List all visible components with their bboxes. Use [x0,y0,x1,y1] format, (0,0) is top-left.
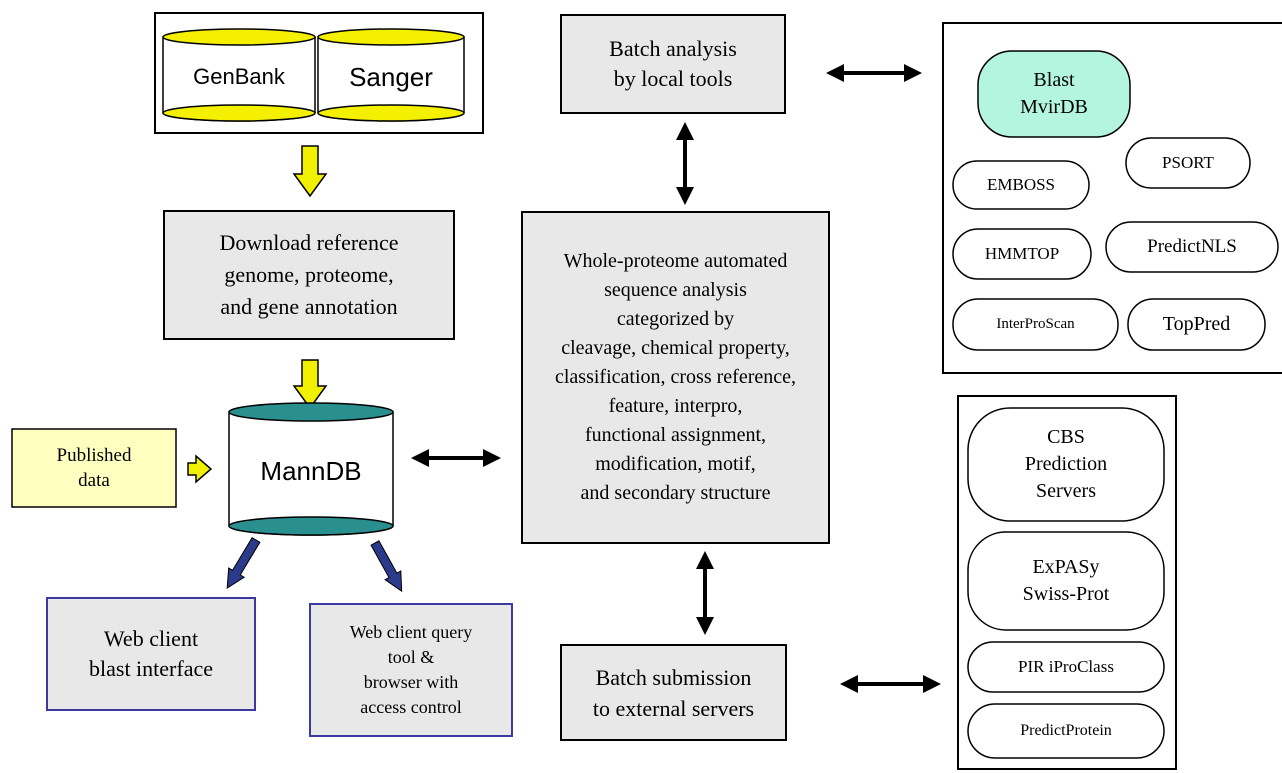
genbank-label: GenBank [193,64,285,89]
toppred-label: TopPred [1162,313,1231,335]
pir-label: PIR iProClass [1018,657,1114,676]
web-query-box [309,603,513,737]
web-blast-box [46,597,256,711]
predictnls-pill [1105,221,1279,273]
blast-mvirdb-label: Blast MvirDB [1020,69,1088,118]
predictnls-label: PredictNLS [1147,236,1237,257]
genbank-cylinder [162,28,316,122]
arrow-manndb-to-web-blast [226,536,261,589]
arrow-download-to-manndb [292,359,328,410]
predictprotein-pill [967,703,1165,759]
expasy-pill [967,531,1165,631]
whole-proteome-box [521,211,830,544]
download-label: Download reference genome, proteome, and… [219,230,399,319]
batch-external-label: Batch submission to external servers [592,664,755,721]
emboss-label: EMBOSS [986,175,1056,194]
psort-label: PSORT [1162,153,1214,172]
hmmtop-pill [952,228,1092,280]
web-blast-label: Web client blast interface [89,626,213,681]
sanger-cylinder [317,28,465,122]
psort-pill [1125,137,1251,189]
cbs-pill [967,407,1165,522]
published-label: Published data [56,445,132,491]
arrow-published-to-manndb [187,454,213,484]
expasy-label: ExPASy Swiss-Prot [1022,556,1110,605]
pir-pill [967,641,1165,693]
batch-local-label: Batch analysis by local tools [609,36,737,91]
predictprotein-label: PredictProtein [1020,722,1112,739]
batch-local-box [560,14,786,114]
arrow-manndb-to-web-query [370,540,403,593]
published-box [11,428,177,508]
toppred-pill [1127,298,1266,351]
manndb-cylinder [228,402,394,536]
interproscan-label: InterProScan [996,316,1075,332]
arrow-sources-to-download [292,145,328,198]
download-box [163,210,455,340]
sanger-label: Sanger [349,61,433,92]
cbs-label: CBS Prediction Servers [1024,426,1108,502]
emboss-pill [952,160,1090,210]
manndb-label: MannDB [260,455,362,486]
interproscan-pill [952,298,1119,351]
batch-external-box [560,644,787,741]
hmmtop-label: HMMTOP [984,244,1060,263]
blast-mvirdb-pill [977,50,1131,138]
whole-proteome-label: Whole-proteome automated sequence analys… [555,250,796,504]
web-query-label: Web client query tool & browser with acc… [349,622,473,717]
